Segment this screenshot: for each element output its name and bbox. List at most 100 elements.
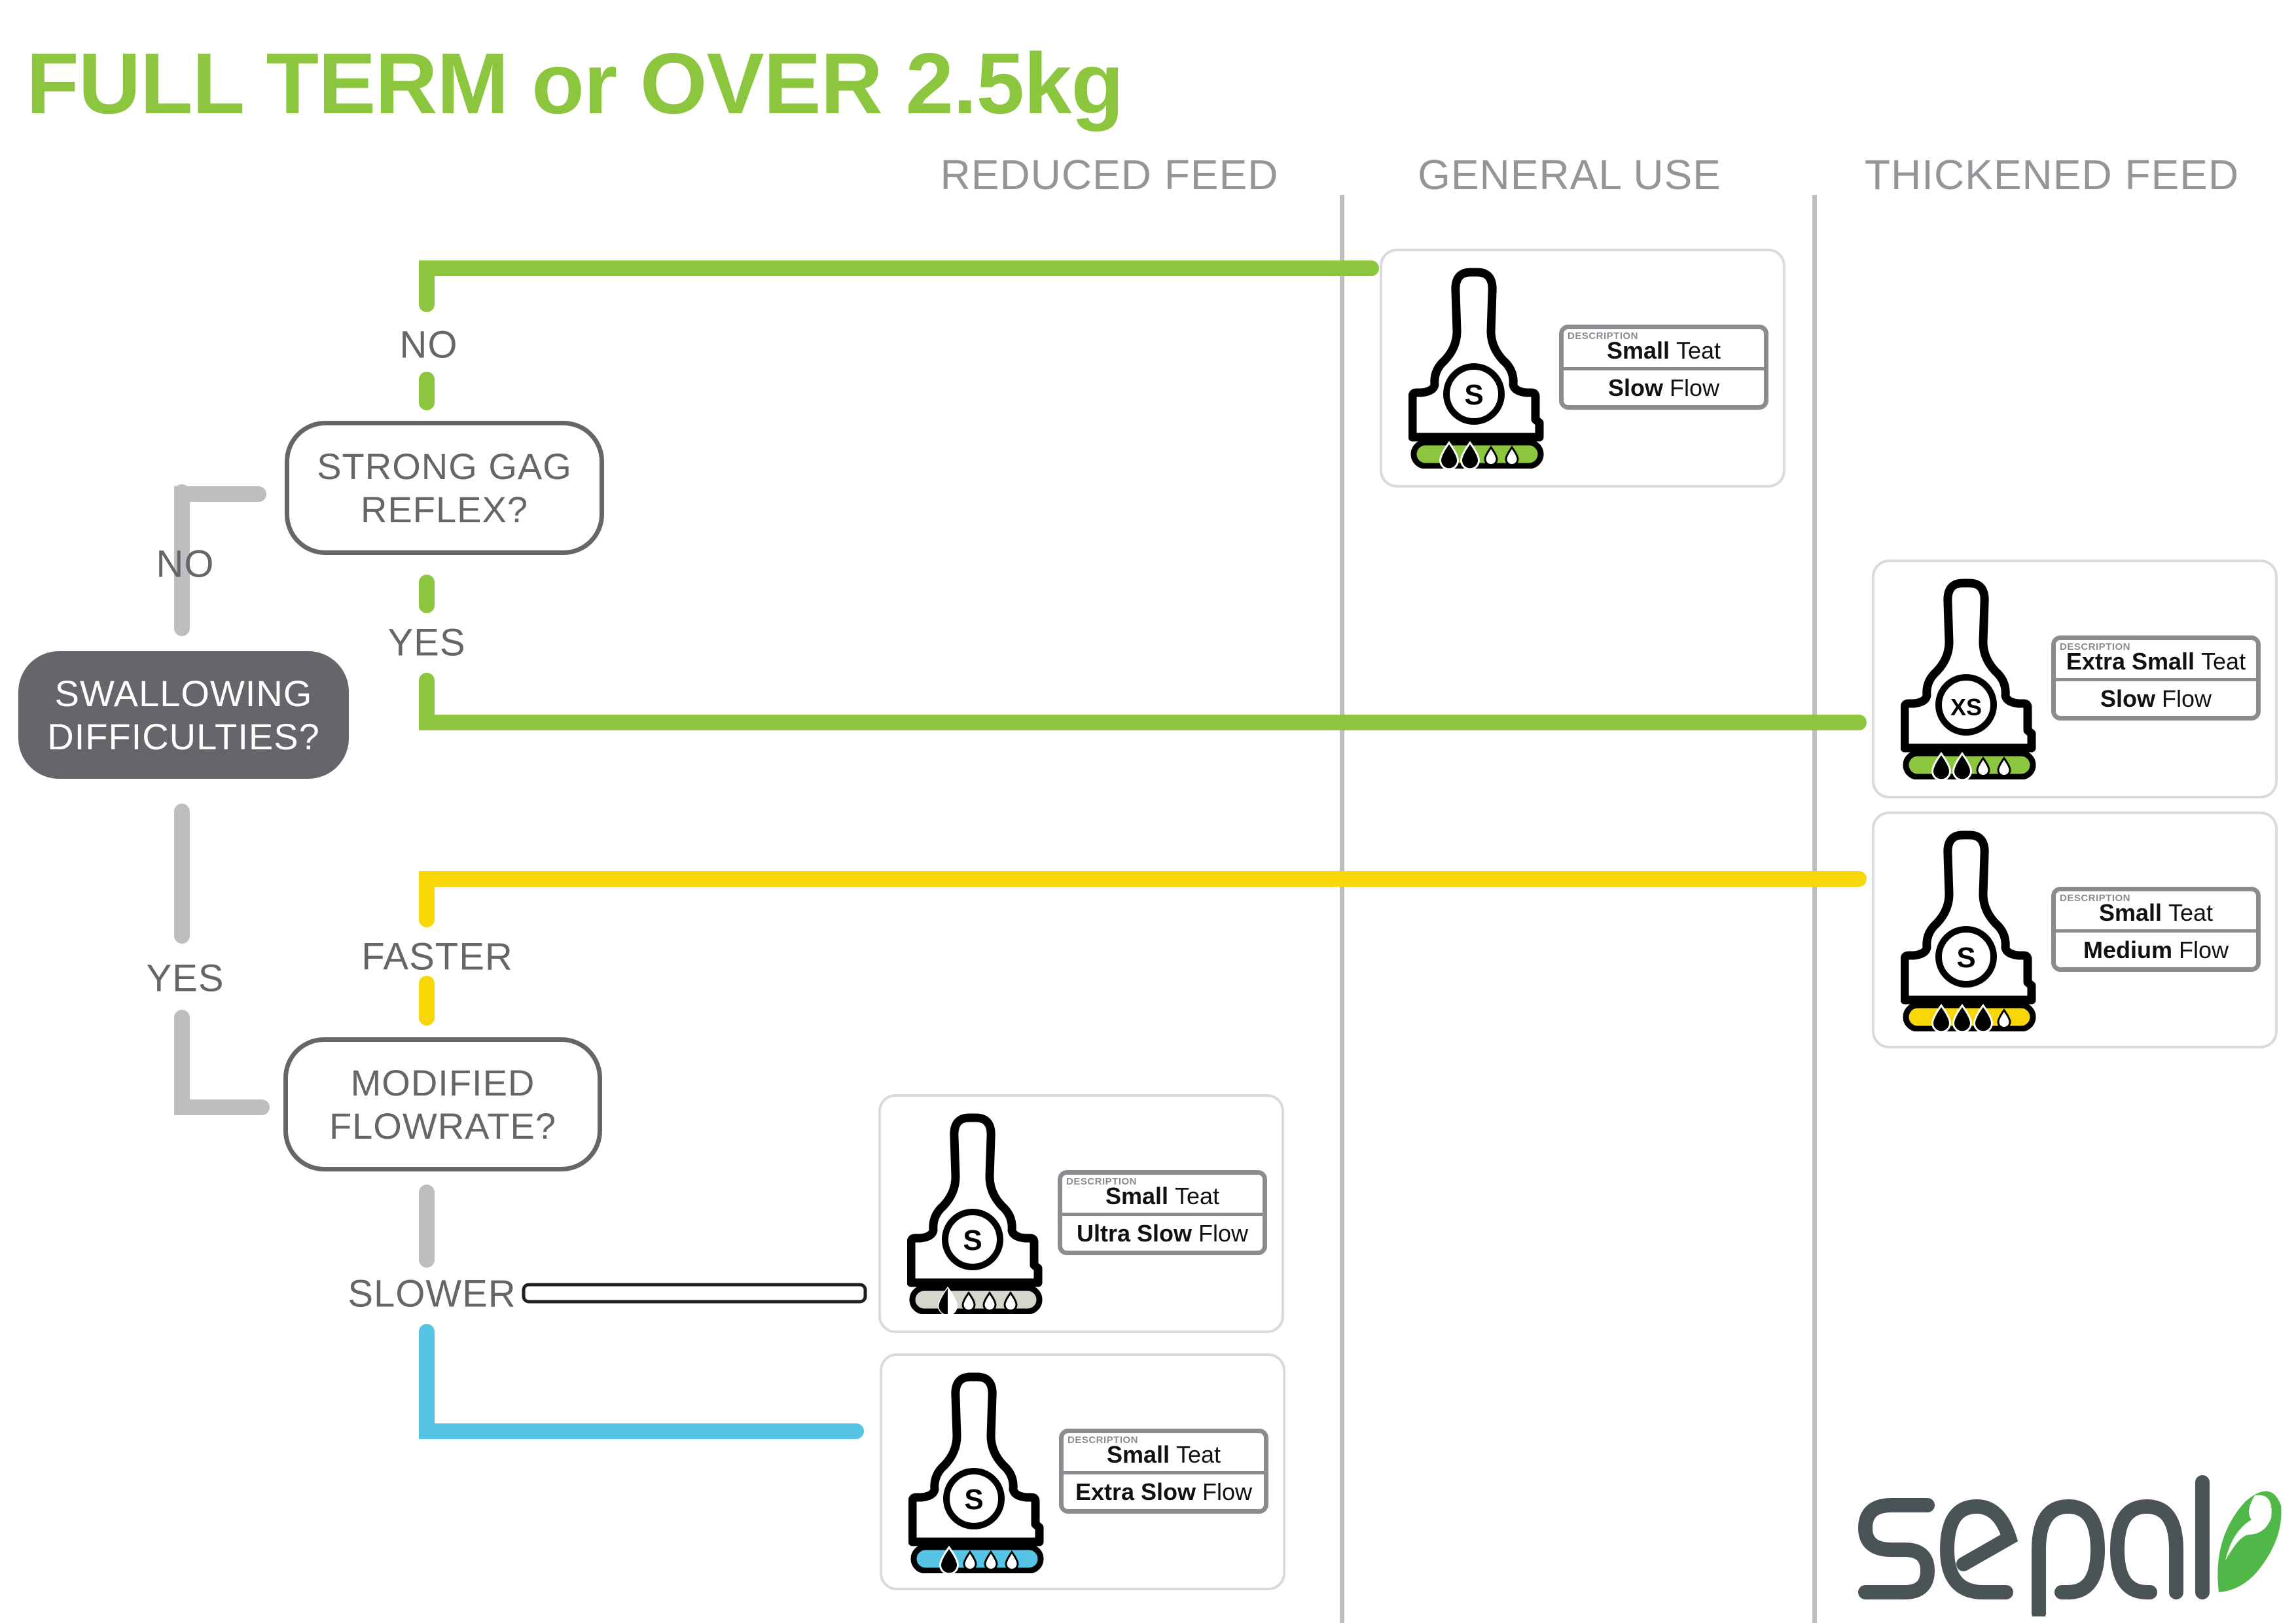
- column-divider: [1812, 195, 1817, 1623]
- flow-drops: [1931, 1003, 2011, 1031]
- sepal-logo: [1857, 1475, 2282, 1616]
- question-line: FLOWRATE?: [329, 1105, 557, 1147]
- description-text: Flow: [2179, 936, 2229, 963]
- flow-drops: [1439, 440, 1519, 469]
- drop-half-icon: [939, 1288, 948, 1314]
- teat-icon: S: [1408, 268, 1544, 469]
- description-text: Extra Slow: [1075, 1478, 1196, 1505]
- size-badge-ring: [1935, 926, 1997, 988]
- flow-rate-pill: [910, 1544, 1044, 1573]
- size-badge-ring: [1443, 363, 1505, 425]
- description-text: Teat: [1175, 1183, 1220, 1209]
- column-header-general-use: GENERAL USE: [1418, 151, 1721, 198]
- drop-empty-icon: [1997, 757, 2011, 777]
- question-line: STRONG GAG: [317, 445, 572, 487]
- description-text: Ultra Slow: [1076, 1219, 1192, 1247]
- drop-empty-icon: [1005, 1550, 1019, 1571]
- logo-letter-e: [1939, 1499, 2018, 1599]
- connector-faster-upper: [419, 871, 1867, 927]
- drop-empty-icon: [984, 1550, 998, 1571]
- connector-swallowing-no-upper: [174, 486, 266, 544]
- drop-filled-icon: [939, 1545, 960, 1573]
- drop-empty-icon: [1003, 1291, 1018, 1312]
- label-swallowing-no: NO: [156, 543, 215, 586]
- description-text: Slow: [2100, 685, 2155, 712]
- logo-letter-a: [2109, 1499, 2183, 1599]
- description-text: Teat: [1676, 337, 1721, 364]
- description-text: Teat: [1176, 1441, 1221, 1468]
- size-badge-ring: [943, 1468, 1005, 1529]
- drop-filled-icon: [1439, 440, 1460, 469]
- drop-empty-icon: [961, 1291, 976, 1312]
- teat-icon: S: [907, 1113, 1043, 1314]
- description-text: Teat: [2201, 648, 2246, 675]
- label-flow-faster: FASTER: [361, 935, 513, 978]
- description-text: Flow: [1670, 374, 1720, 401]
- question-line: MODIFIED: [350, 1061, 535, 1103]
- description-text: Medium: [2083, 936, 2172, 963]
- connector-gag-yes-lower: [419, 673, 1867, 730]
- connector-slower-ultra-bar: [522, 1283, 867, 1304]
- flow-rate-row: Medium Flow: [2056, 929, 2256, 967]
- size-badge-ring: [942, 1209, 1003, 1270]
- description-text: Extra Small: [2066, 648, 2195, 675]
- description-label: DESCRIPTION: [1066, 1176, 1138, 1187]
- label-gag-no: NO: [399, 323, 458, 366]
- label-gag-yes: YES: [387, 621, 466, 664]
- connector-slower-lower: [419, 1324, 864, 1439]
- description-text: Small: [1606, 337, 1670, 364]
- logo-letter-p: [2032, 1499, 2106, 1616]
- drop-empty-icon: [1976, 757, 1990, 777]
- description-text: Flow: [1198, 1219, 1249, 1247]
- description-text: Small: [2098, 899, 2162, 926]
- description-text: Flow: [1202, 1478, 1253, 1505]
- drop-filled-icon: [1952, 751, 1973, 779]
- label-flow-slower: SLOWER: [348, 1272, 516, 1315]
- description-label: DESCRIPTION: [1568, 330, 1639, 342]
- label-swallowing-yes: YES: [146, 957, 224, 1000]
- column-divider: [1340, 195, 1344, 1623]
- drop-filled-icon: [1952, 1003, 1973, 1031]
- connector-swallowing-yes-lower: [174, 1010, 270, 1115]
- size-badge: S: [1464, 379, 1483, 411]
- flow-drops: [937, 1286, 1018, 1314]
- teat-icon: S: [908, 1372, 1044, 1573]
- size-badge-ring: [1935, 674, 1997, 736]
- flow-rate-pill: [909, 1285, 1043, 1314]
- question-line: REFLEX?: [361, 488, 528, 530]
- question-line: DIFFICULTIES?: [47, 715, 320, 757]
- size-badge: S: [964, 1484, 983, 1516]
- drop-empty-icon: [1997, 1008, 2011, 1029]
- drop-filled-icon: [1460, 440, 1480, 469]
- description-label: DESCRIPTION: [1067, 1435, 1139, 1446]
- description-label: DESCRIPTION: [2060, 641, 2131, 652]
- description-text: Small: [1106, 1441, 1170, 1468]
- size-badge: S: [1956, 942, 1975, 974]
- drop-filled-icon: [1931, 1003, 1952, 1031]
- drop-empty-icon: [982, 1291, 997, 1312]
- logo-letter-s: [1857, 1498, 1935, 1599]
- drop-filled-icon: [1973, 1003, 1994, 1031]
- leaf-icon: [2217, 1491, 2282, 1592]
